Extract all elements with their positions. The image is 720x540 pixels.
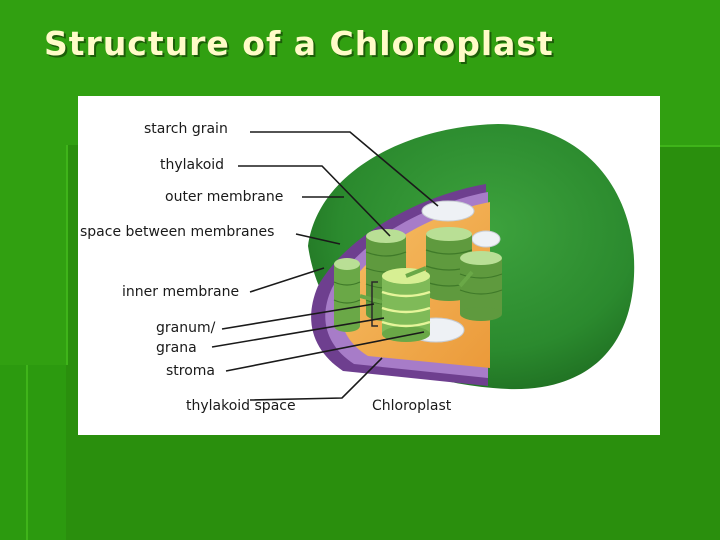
background-rule: [660, 145, 720, 147]
label-thylakoid-space: thylakoid space: [186, 398, 296, 414]
label-starch-grain: starch grain: [144, 121, 228, 137]
granum-cutaway: [381, 268, 431, 342]
label-chloroplast: Chloroplast: [372, 398, 452, 414]
stroma-lamellae: [359, 266, 474, 304]
label-space-between-membranes: space between membranes: [80, 224, 274, 240]
background-rule: [66, 145, 68, 365]
granum-stack: [333, 258, 361, 332]
granum-stack: [459, 251, 503, 321]
background-panel-left: [0, 365, 66, 540]
label-inner-membrane: inner membrane: [122, 284, 239, 300]
background-rule: [26, 365, 28, 540]
starch-grain-shape: [421, 200, 475, 222]
granum-stack: [425, 227, 473, 301]
chloroplast-diagram: starch grain thylakoid outer membrane sp…: [80, 121, 635, 414]
starch-grain-shape: [471, 230, 501, 248]
leader-lines: [211, 131, 439, 401]
label-thylakoid: thylakoid: [160, 157, 224, 173]
slide-title: Structure of a Chloroplast: [44, 24, 554, 63]
chloroplast-figure: starch grain thylakoid outer membrane sp…: [78, 96, 660, 435]
label-outer-membrane: outer membrane: [165, 189, 283, 205]
label-granum: granum/: [156, 320, 216, 336]
label-grana: grana: [156, 340, 197, 356]
label-stroma: stroma: [166, 363, 215, 379]
